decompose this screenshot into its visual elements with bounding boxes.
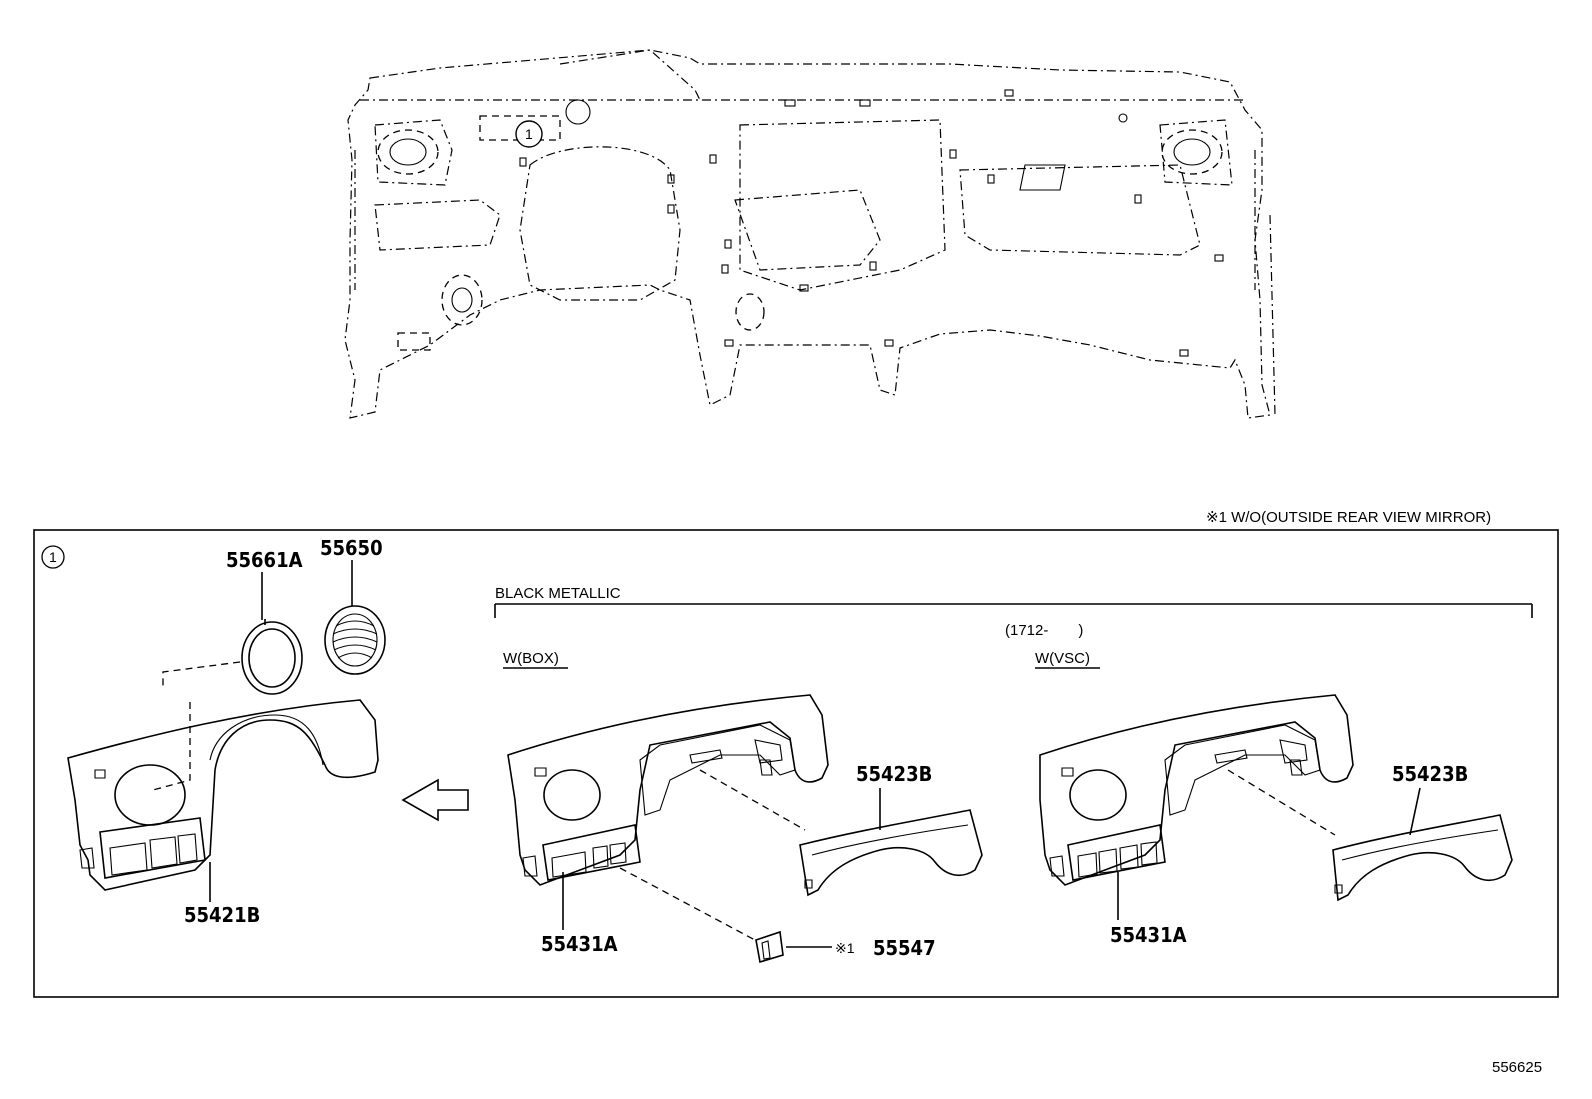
figure-id: 556625 [1492,1059,1542,1076]
footnote-mark-55547: ※1 [835,940,855,956]
footnote-outside-rear-view-mirror: ※1 W/O(OUTSIDE REAR VIEW MIRROR) [1206,509,1491,526]
callout-number: 1 [525,126,533,142]
part-label-55547[interactable]: 55547 [873,936,936,960]
part-label-55661A[interactable]: 55661A [226,548,303,572]
detail-callout-number: 1 [49,549,57,565]
variant-label-box: W(BOX) [503,650,559,667]
panel-assembly-55431A-vsc[interactable] [1039,694,1513,920]
detail-frame [33,529,1559,998]
part-label-55650[interactable]: 55650 [320,536,383,560]
part-label-55423B-vsc[interactable]: 55423B [1392,762,1468,786]
part-label-55421B[interactable]: 55421B [184,903,260,927]
part-label-55423B-box[interactable]: 55423B [856,762,932,786]
part-label-55431A-vsc[interactable]: 55431A [1110,923,1187,947]
instrument-panel-overview: 1 [344,49,1276,419]
group-label-black-metallic: BLACK METALLIC [495,585,621,602]
part-label-55431A-box[interactable]: 55431A [541,932,618,956]
detail-callout-circle [41,545,65,569]
callout-circle-1[interactable] [515,120,543,148]
date-range: (1712- ) [1005,622,1083,639]
panel-assembly-55421B[interactable] [67,560,469,902]
panel-assembly-55431A-box[interactable] [507,694,983,964]
black-metallic-bracket [494,603,1533,618]
variant-label-vsc: W(VSC) [1035,650,1090,667]
